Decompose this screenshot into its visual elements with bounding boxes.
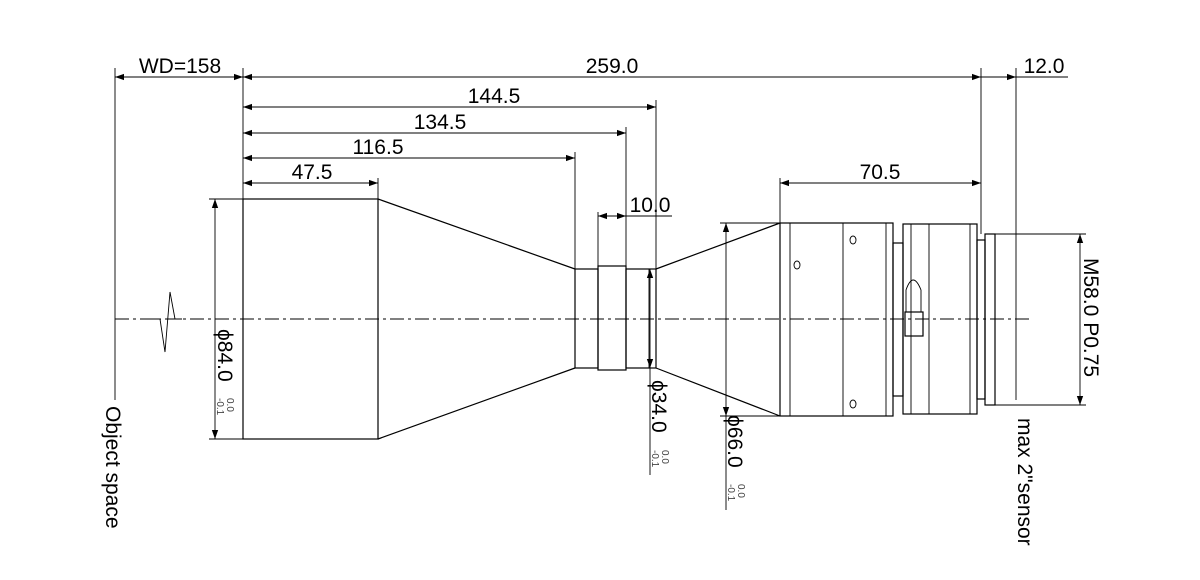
screw-hole-2 — [849, 235, 857, 245]
rear-body-length-label: 70.5 — [860, 161, 901, 184]
object-space-label: Object space — [101, 406, 124, 529]
sensor-label: max 2"sensor — [1013, 418, 1036, 546]
break-symbol — [150, 291, 182, 353]
rear-body — [779, 222, 894, 417]
svg-text:ϕ66.0: ϕ66.0 — [723, 415, 746, 468]
svg-text:ϕ34.0: ϕ34.0 — [647, 380, 670, 433]
front-cone-top — [377, 198, 576, 270]
svg-text:0.0: 0.0 — [735, 484, 746, 498]
thread-stub — [976, 239, 986, 400]
screw-hole-1 — [793, 260, 801, 270]
svg-text:-0.1: -0.1 — [649, 450, 660, 468]
front-barrel — [242, 198, 379, 440]
rear-cone-bottom — [655, 367, 781, 417]
length-1-label: 144.5 — [468, 85, 521, 108]
neck — [892, 242, 904, 397]
mid-diameter-tolerance: 0.0 -0.1 — [649, 450, 670, 468]
extension-lines — [209, 68, 1086, 440]
locking-screw — [905, 279, 922, 313]
wd-label: WD=158 — [139, 55, 221, 78]
screw-hole-3 — [849, 399, 857, 409]
length-3-label: 116.5 — [353, 136, 404, 159]
focus-collar — [597, 265, 627, 371]
front-cone-bottom — [377, 367, 576, 440]
waist-tube — [574, 268, 599, 369]
collar-label: 10.0 — [630, 194, 671, 217]
thread-end — [984, 233, 996, 406]
thread-label: M58.0 P0.75 — [1079, 258, 1102, 377]
mid-diameter-label: ϕ34.0 — [647, 380, 670, 433]
svg-text:-0.1: -0.1 — [214, 398, 225, 416]
rear-cone-top — [655, 222, 781, 270]
svg-text:max 2"sensor: max 2"sensor — [1013, 418, 1036, 546]
svg-text:0.0: 0.0 — [659, 450, 670, 464]
rear-diameter-tolerance: 0.0 -0.1 — [725, 484, 746, 502]
front-diameter-label: ϕ84.0 — [213, 329, 236, 382]
front-diameter-tolerance: 0.0 -0.1 — [214, 398, 235, 416]
svg-text:Object space: Object space — [101, 406, 124, 529]
waist-ring — [625, 268, 657, 369]
svg-text:-0.1: -0.1 — [725, 484, 736, 502]
rear-diameter-label: ϕ66.0 — [723, 415, 746, 468]
svg-text:M58.0 P0.75: M58.0 P0.75 — [1079, 258, 1102, 377]
flange-label: 12.0 — [1024, 55, 1065, 78]
svg-text:ϕ84.0: ϕ84.0 — [213, 329, 236, 382]
svg-text:0.0: 0.0 — [224, 398, 235, 412]
locking-screw-base — [904, 311, 924, 337]
length-2-label: 134.5 — [414, 111, 467, 134]
total-length-label: 259.0 — [586, 55, 639, 78]
length-4-label: 47.5 — [292, 161, 333, 184]
